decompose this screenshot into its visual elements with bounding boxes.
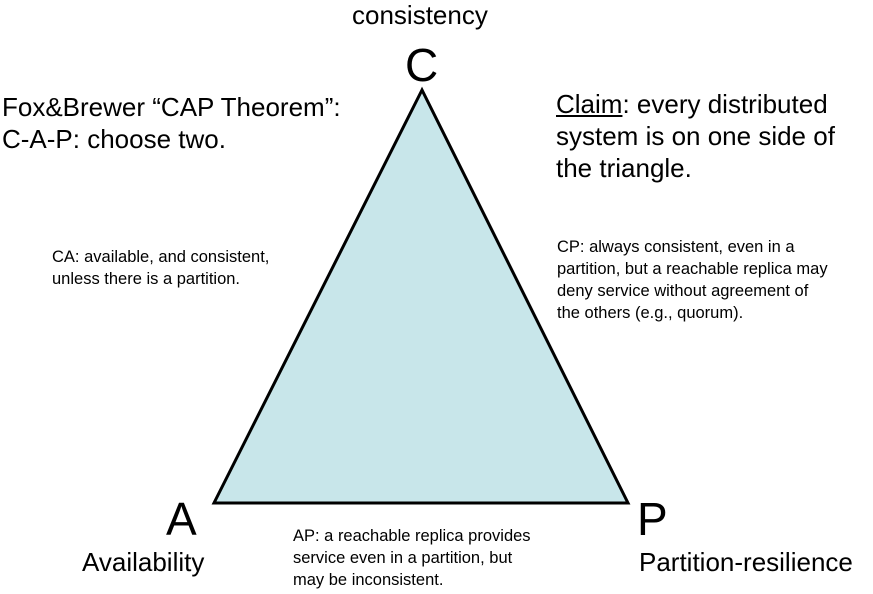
availability-label: Availability [82,547,205,577]
claim-line-1-rest: : every distributed [622,89,828,119]
cp-line-3: deny service without agreement of [557,282,809,300]
cap-theorem-note: Fox&Brewer “CAP Theorem”: C-A-P: choose … [2,91,341,155]
cap-triangle [211,86,631,505]
cp-line-2: partition, but a reachable replica may [557,260,828,278]
claim-line-2: system is on one side of [556,121,835,151]
ap-line-2: service even in a partition, but [293,549,513,567]
cp-line-4: the others (e.g., quorum). [557,304,744,322]
vertex-p-letter: P [637,493,668,545]
ca-line-1: CA: available, and consistent, [52,248,270,266]
cp-line-1: CP: always consistent, even in a [557,238,795,256]
ap-line-1: AP: a reachable replica provides [293,527,531,545]
ca-annotation: CA: available, and consistent, unless th… [52,246,269,290]
ap-line-3: may be inconsistent. [293,571,444,589]
claim-line-1: Claim: every distributed [556,88,835,120]
consistency-label: consistency [352,0,488,30]
claim-note: Claim: every distributed system is on on… [556,88,835,184]
partition-resilience-label: Partition-resilience [639,547,853,577]
vertex-a-letter: A [166,493,197,545]
cap-theorem-line-1: Fox&Brewer “CAP Theorem”: [2,92,341,122]
ca-line-2: unless there is a partition. [52,270,241,288]
cp-annotation: CP: always consistent, even in a partiti… [557,236,828,324]
ap-annotation: AP: a reachable replica provides service… [293,525,531,591]
vertex-c-letter: C [405,39,439,91]
claim-line-3: the triangle. [556,153,692,183]
cap-theorem-line-2: C-A-P: choose two. [2,124,226,154]
claim-label: Claim [556,89,623,119]
